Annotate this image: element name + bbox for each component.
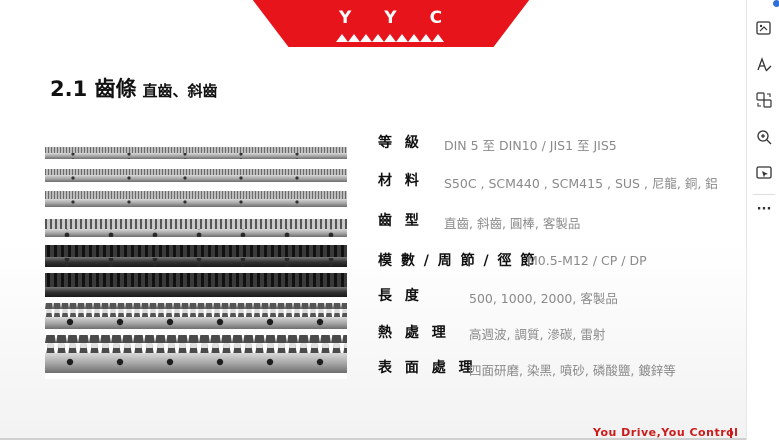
text-style-button[interactable] (752, 53, 776, 77)
spec-label: 等 級 (378, 135, 423, 151)
translate-button[interactable] (752, 88, 776, 112)
image-edit-icon (756, 21, 771, 35)
image-edit-button[interactable] (752, 16, 776, 40)
brand-letter-3: C (429, 8, 444, 28)
translate-icon (756, 92, 772, 108)
spec-row-surface-treatment: 表 面 處 理 (378, 355, 477, 379)
spec-label: 表 面 處 理 (378, 360, 477, 376)
screen-capture-icon (756, 166, 772, 179)
page-title: 2.1 齒條直齒、斜齒 (50, 73, 218, 103)
slide-bottom-border (0, 438, 746, 440)
spec-value-surface-treatment: 四面研磨, 染黑, 噴砂, 磷酸鹽, 鍍鋅等 (469, 363, 676, 378)
spec-label: 熱 處 理 (378, 325, 450, 341)
spec-value-grade: DIN 5 至 DIN10 / JIS1 至 JIS5 (444, 138, 617, 153)
slide: Y Y C 2.1 齒條直齒、斜齒 (0, 0, 746, 440)
spec-row-material: 材 料 (378, 168, 423, 192)
banner-shape (250, 0, 532, 49)
spec-value-tooth-type: 直齒, 斜齒, 圓棒, 客製品 (444, 216, 581, 231)
spec-row-grade: 等 級 (378, 130, 423, 154)
spec-label: 模 數 / 周 節 / 徑 節 (378, 253, 537, 269)
header-banner: Y Y C (250, 0, 532, 58)
screen-capture-button[interactable] (752, 161, 776, 185)
more-button[interactable]: ··· (752, 197, 776, 221)
spec-value-heat-treatment: 高週波, 調質, 滲碳, 雷射 (469, 327, 606, 342)
status-indicator (773, 0, 779, 7)
brand-letter-1: Y (338, 8, 353, 28)
gear-rack-photo (45, 127, 347, 379)
spec-row-heat-treatment: 熱 處 理 (378, 320, 450, 344)
spec-row-length: 長 度 (378, 283, 423, 307)
spec-row-module: 模 數 / 周 節 / 徑 節 (378, 248, 536, 272)
spec-value-length: 500, 1000, 2000, 客製品 (469, 291, 618, 306)
more-icon: ··· (756, 201, 772, 217)
text-style-icon (757, 57, 772, 72)
title-sub: 直齒、斜齒 (142, 82, 218, 100)
zoom-icon (757, 130, 772, 145)
brand-letter-2: Y (384, 8, 398, 28)
tagline: You Drive,You Control (593, 426, 739, 439)
toolbar-divider (753, 194, 775, 195)
spec-label: 長 度 (378, 288, 423, 304)
title-main: 2.1 齒條 (50, 77, 137, 101)
tagline-cursor (730, 428, 732, 439)
spec-row-tooth-type: 齒 型 (378, 208, 423, 232)
spec-label: 材 料 (378, 173, 423, 189)
spec-value-material: S50C , SCM440 , SCM415 , SUS , 尼龍, 銅, 鋁 (444, 176, 718, 191)
gear-rack-product-photo-icon (45, 147, 347, 373)
brand-logo: Y Y C (250, 8, 532, 28)
zoom-button[interactable] (752, 125, 776, 149)
spec-label: 齒 型 (378, 213, 423, 229)
spec-value-module: M0.5-M12 / CP / DP (527, 253, 647, 268)
side-toolbar: ··· (746, 0, 779, 440)
